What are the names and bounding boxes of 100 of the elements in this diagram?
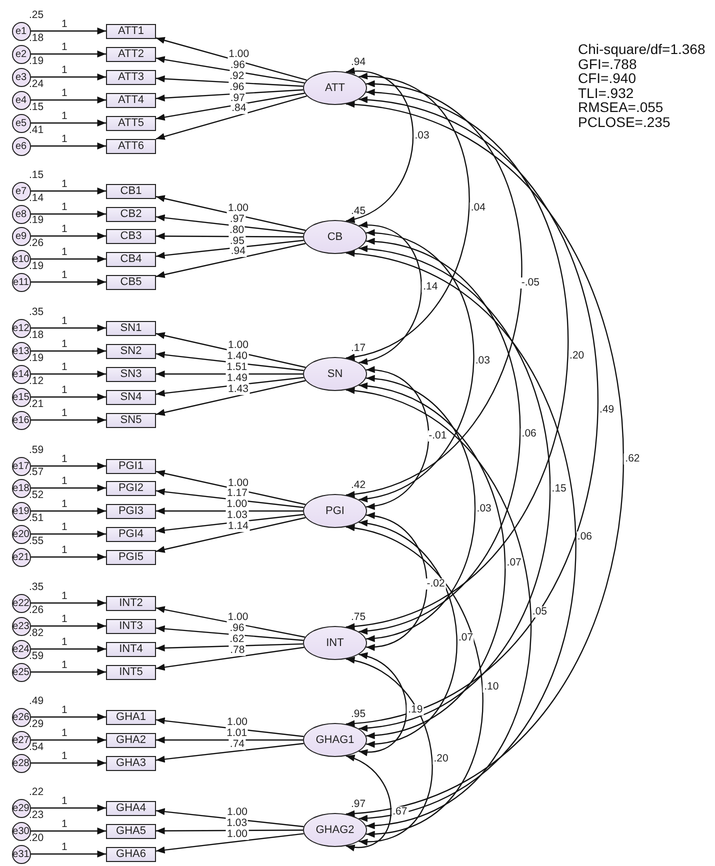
- double-headed-arrow: [346, 251, 576, 820]
- arrow: [156, 717, 304, 738]
- edge-label: .07: [458, 632, 474, 644]
- edge-label: 1: [60, 637, 68, 648]
- arrow: [30, 554, 106, 560]
- arrow: [30, 96, 106, 104]
- arrow: [156, 736, 303, 744]
- variance-estimate: .15: [29, 170, 44, 181]
- error-term-circle: e20: [12, 524, 30, 544]
- edge-label: 1.40: [226, 350, 248, 362]
- edge-label: .78: [229, 644, 246, 656]
- fit-statistic: RMSEA=.055: [578, 100, 664, 115]
- error-term-circle: e23: [12, 616, 30, 636]
- fit-statistic: Chi-square/df=1.368: [578, 42, 706, 57]
- variance-estimate: .12: [29, 376, 44, 387]
- error-term-circle: e7: [12, 182, 30, 200]
- observed-variable-box: SN1: [106, 320, 156, 336]
- arrow: [156, 351, 304, 372]
- double-headed-arrow: [346, 526, 483, 836]
- edge-label: 1.03: [226, 818, 248, 830]
- observed-variable-box: INT3: [106, 618, 156, 634]
- edge-label: .67: [392, 806, 408, 818]
- arrow: [156, 380, 306, 416]
- latent-variable-ellipse: GHAG1: [303, 723, 367, 757]
- edge-label: -.02: [426, 578, 446, 590]
- variance-estimate: .35: [29, 307, 44, 318]
- edge-label: 1.00: [226, 478, 250, 489]
- error-term-circle: e2: [12, 44, 30, 64]
- double-headed-arrow: [346, 90, 568, 629]
- edge-label: 1.00: [226, 499, 248, 510]
- observed-variable-box: ATT4: [106, 92, 156, 108]
- error-term-circle: e17: [12, 456, 30, 476]
- error-term-circle: e18: [12, 478, 30, 498]
- double-headed-arrow: [346, 388, 532, 828]
- edge-label: 1: [60, 614, 68, 625]
- edge-label: 1.51: [226, 362, 248, 373]
- edge-label: .62: [228, 634, 246, 645]
- observed-variable-box: ATT1: [106, 24, 156, 38]
- edge-label: 1: [60, 88, 68, 99]
- variance-estimate: .25: [29, 10, 44, 21]
- observed-variable-box: ATT2: [106, 46, 156, 62]
- edge-label: .74: [228, 739, 246, 750]
- latent-variable-ellipse: PGI: [303, 494, 367, 528]
- variance-estimate: .75: [351, 612, 366, 623]
- observed-variable-box: CB3: [106, 228, 156, 244]
- error-term-circle: e30: [12, 822, 30, 840]
- observed-variable-box: PGI1: [106, 458, 156, 474]
- observed-variable-box: GHA4: [106, 800, 156, 816]
- latent-variable-ellipse: INT: [303, 626, 367, 660]
- edge-label: 1: [60, 19, 68, 30]
- arrow: [156, 643, 304, 652]
- arrow: [30, 600, 106, 606]
- arrow: [156, 488, 304, 508]
- error-term-circle: e16: [12, 410, 30, 430]
- error-term-circle: e15: [12, 388, 30, 406]
- observed-variable-box: SN2: [106, 344, 156, 358]
- variance-estimate: .49: [29, 696, 44, 707]
- error-term-circle: e6: [12, 136, 30, 156]
- variance-estimate: .29: [29, 719, 44, 730]
- edge-label: 1: [60, 179, 68, 190]
- arrow: [156, 508, 303, 514]
- arrow: [30, 828, 106, 834]
- edge-label: .20: [568, 350, 586, 362]
- edge-label: 1.14: [227, 520, 250, 532]
- variance-estimate: .52: [29, 490, 44, 501]
- variance-estimate: .20: [29, 833, 44, 844]
- edge-label: 1: [60, 134, 68, 145]
- double-headed-arrow: [346, 755, 392, 850]
- arrow: [30, 462, 106, 470]
- observed-variable-box: SN3: [106, 366, 156, 382]
- edge-label: 1.00: [226, 716, 248, 728]
- error-term-circle: e8: [12, 204, 30, 224]
- edge-label: 1: [60, 705, 68, 716]
- arrow: [156, 517, 306, 553]
- arrow: [30, 324, 106, 332]
- variance-estimate: .59: [29, 445, 44, 456]
- edge-label: .96: [229, 60, 246, 71]
- arrow: [30, 668, 106, 676]
- edge-label: 1.00: [226, 807, 248, 818]
- variance-estimate: .24: [29, 79, 44, 90]
- latent-variable-ellipse: SN: [303, 357, 367, 391]
- variance-estimate: .41: [29, 125, 44, 136]
- edge-label: 1: [60, 660, 68, 671]
- edge-label: 1: [60, 65, 68, 76]
- error-term-circle: e14: [12, 364, 30, 384]
- arrow: [30, 394, 106, 400]
- observed-variable-box: PGI3: [106, 504, 156, 518]
- variance-estimate: .57: [29, 467, 44, 478]
- observed-variable-box: ATT6: [106, 138, 156, 154]
- arrow: [156, 646, 304, 671]
- arrow: [156, 89, 304, 102]
- error-term-circle: e25: [12, 662, 30, 682]
- arrow: [156, 833, 304, 854]
- double-headed-arrow: [358, 230, 474, 502]
- double-headed-arrow: [346, 82, 522, 497]
- variance-estimate: .18: [29, 330, 44, 341]
- arrow: [156, 92, 305, 121]
- observed-variable-box: SN5: [106, 412, 156, 428]
- edge-label: 1: [60, 751, 68, 762]
- edge-label: .92: [228, 70, 246, 82]
